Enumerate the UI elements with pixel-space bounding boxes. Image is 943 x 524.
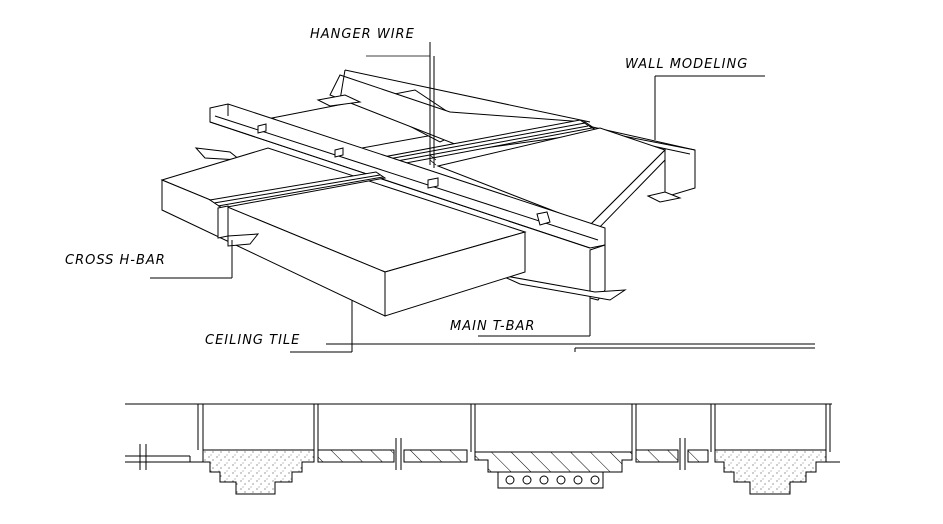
label-ceiling-tile: CEILING TILE [205,333,300,348]
hanger-wire [366,42,437,168]
callout-labels: HANGER WIRE WALL MODELING CROSS H-BAR MA… [65,27,748,348]
section-left-track [125,444,205,470]
cross-bar-right [376,119,594,167]
label-hanger-wire: HANGER WIRE [310,27,415,42]
main-t-bar [194,103,627,301]
section-hatched-band [317,438,709,470]
section-concrete-right [714,449,840,495]
label-cross-h-bar: CROSS H-BAR [65,253,166,268]
leader-wall-modeling [654,75,765,140]
leader-ceiling-tile [290,300,815,353]
section-center-block [474,451,633,489]
label-wall-modeling: WALL MODELING [625,57,748,72]
leader-main-t-bar [478,296,591,337]
leader-lines [150,75,815,353]
isometric-assembly [160,42,696,317]
section-studs [197,404,831,452]
label-main-t-bar: MAIN T-BAR [450,319,535,334]
section-concrete-left [202,449,315,495]
cross-h-bar [208,171,387,247]
ceiling-section-view [125,403,840,495]
leader-cross-h-bar [150,240,233,279]
